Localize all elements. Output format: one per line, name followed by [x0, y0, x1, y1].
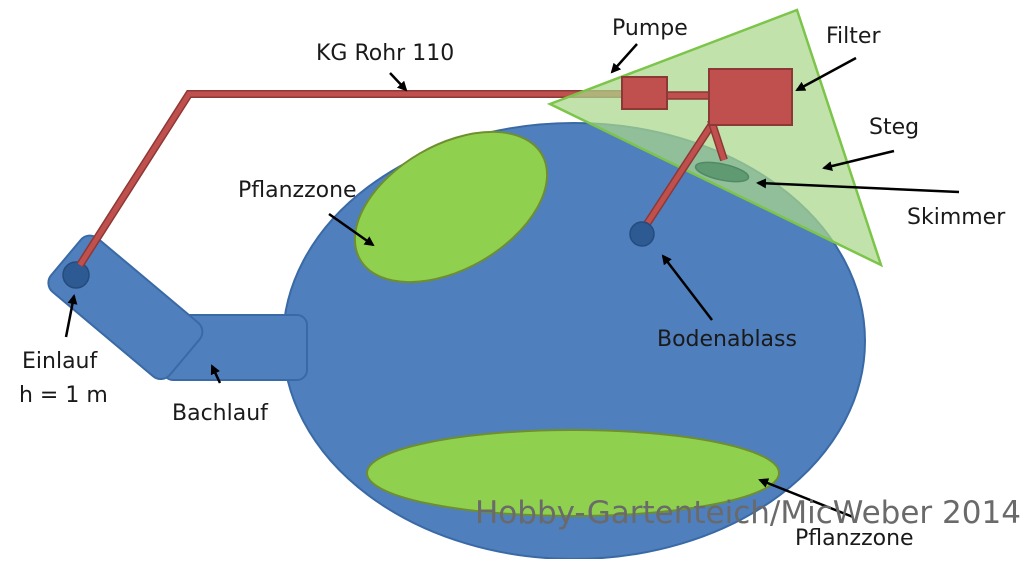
- pump: [621, 76, 668, 110]
- arrow-filter: [795, 56, 857, 92]
- arrow-pflanzzone-top: [328, 212, 375, 247]
- arrow-pumpe: [610, 43, 638, 74]
- label-pumpe: Pumpe: [612, 16, 688, 41]
- label-pflanzzone-top: Pflanzzone: [238, 178, 357, 203]
- label-bachlauf: Bachlauf: [172, 401, 269, 426]
- skimmer-pipe: [708, 119, 727, 161]
- arrow-pflanzzone-bottom: [758, 478, 854, 519]
- arrow-einlauf: [64, 294, 78, 338]
- bottom-drain-pipe: [638, 116, 719, 235]
- plant-zone-top: [353, 130, 549, 284]
- label-einlauf: Einlauf: [22, 349, 98, 374]
- label-steg: Steg: [869, 115, 919, 140]
- skimmer: [694, 161, 750, 183]
- label-einlauf-height: h = 1 m: [19, 383, 108, 408]
- kg-pipe: [77, 91, 660, 267]
- bodenablass-drain: [629, 221, 655, 247]
- einlauf-opening: [62, 261, 90, 289]
- arrow-kg-rohr: [389, 72, 408, 92]
- filter: [708, 68, 793, 126]
- arrow-bodenablass: [661, 254, 713, 321]
- arrow-steg: [822, 149, 895, 171]
- label-bodenablass: Bodenablass: [657, 327, 797, 352]
- plant-zone-bottom: [366, 429, 780, 517]
- label-kg-rohr: KG Rohr 110: [316, 41, 454, 66]
- label-filter: Filter: [826, 24, 881, 49]
- label-pflanzzone-bottom: Pflanzzone: [795, 526, 914, 551]
- arrow-bachlauf: [210, 364, 222, 384]
- label-skimmer: Skimmer: [907, 205, 1006, 230]
- arrow-skimmer: [756, 178, 960, 194]
- watermark: Hobby-Gartenteich/MicWeber 2014: [475, 495, 1021, 531]
